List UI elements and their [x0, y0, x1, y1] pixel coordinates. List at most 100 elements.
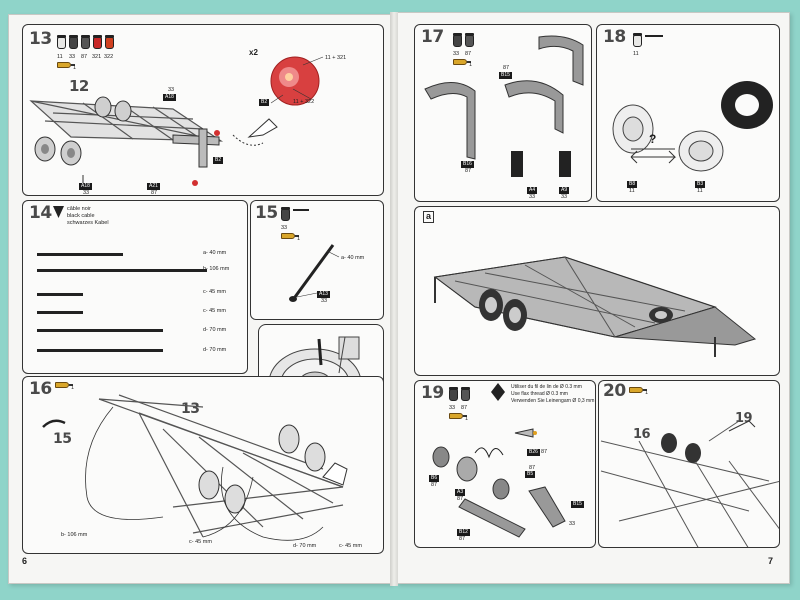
- assembly-icon: a: [423, 211, 435, 223]
- cable-length-label: c- 45 mm: [189, 539, 212, 545]
- brush-icon: [55, 382, 73, 388]
- part-label: A9: [559, 187, 570, 194]
- paint-code: 33: [453, 51, 460, 57]
- part-label: B26: [527, 449, 540, 456]
- step-number: 16: [29, 379, 52, 399]
- paint-mix-label: 11 + 322: [293, 99, 315, 105]
- paint-code: 33: [168, 87, 175, 93]
- brush-icon: [629, 387, 647, 393]
- paint-code: 87: [465, 51, 472, 57]
- brush-count: 1: [645, 390, 649, 396]
- paint-pot-icon: [93, 35, 102, 49]
- cable-length-label: c- 45 mm: [203, 289, 226, 295]
- question-mark: ?: [649, 132, 657, 146]
- part-label: A13: [317, 291, 330, 298]
- brush-count: 1: [297, 236, 301, 242]
- brush-icon: [57, 62, 75, 68]
- multiplier-label: x2: [249, 48, 258, 57]
- step-19-panel: 19 33 87 1 Utiliser du fil de lin de Ø 0…: [414, 380, 596, 548]
- step-16-panel: 16 1 13 15 b- 106 mm c- 45 mm d- 70: [22, 376, 384, 554]
- page-number-right: 7: [768, 556, 774, 566]
- paint-code: 33: [281, 225, 288, 231]
- cable-d: [37, 349, 163, 352]
- wire-note-de: Verwenden Sie Leinengarn Ø 0,3 mm: [511, 398, 595, 404]
- paint-pot-icon: [465, 33, 474, 47]
- paint-code: 33: [321, 298, 328, 304]
- winch-parts-drawing: [432, 428, 566, 538]
- part-label: A4: [527, 187, 538, 194]
- part-label: B12: [457, 529, 470, 536]
- trailer-drawing: [433, 256, 757, 357]
- part-label: B2: [213, 157, 224, 164]
- step-14-panel: 14 câble noir black cable schwarzes Kabe…: [22, 200, 248, 374]
- brush-icon: [453, 59, 471, 65]
- paint-pot-icon: [105, 35, 114, 49]
- sub-step-number: 13: [181, 401, 200, 417]
- part-label: B6: [429, 475, 440, 482]
- step-13-panel: 13 11 33 87 321 322 1 12: [22, 24, 384, 196]
- paint-code: 87: [151, 190, 158, 196]
- paint-code: 11: [697, 188, 703, 194]
- trailer-wiring-drawing: [42, 394, 348, 541]
- cable-length-label: b- 106 mm: [203, 266, 230, 272]
- paint-code: 87: [461, 405, 468, 411]
- sub-step-number: 19: [735, 411, 753, 426]
- paint-code: 33: [69, 54, 76, 60]
- cable-length-label: d- 70 mm: [293, 543, 317, 549]
- brush-count: 1: [465, 416, 469, 422]
- step-17-panel: 17 33 87 1 87 B15 B16 87 A4 33 A9 33: [414, 24, 592, 202]
- paint-mix-label: 11 + 321: [325, 55, 347, 61]
- paint-pot-icon: [81, 35, 90, 49]
- cable-length-label: b- 106 mm: [61, 532, 88, 538]
- paint-code: 33: [561, 194, 568, 200]
- cable-c: [37, 311, 83, 314]
- part-label: B15: [499, 72, 512, 79]
- paint-code: 33: [529, 194, 536, 200]
- cable-length-label: c- 45 mm: [203, 308, 226, 314]
- chassis-frame-drawing: [29, 56, 324, 186]
- sub-step-number: 16: [633, 427, 651, 442]
- paint-code: 322: [104, 54, 114, 60]
- cable-length-label: c- 45 mm: [339, 543, 362, 549]
- paint-code: 87: [541, 449, 548, 455]
- paint-code: 87: [431, 482, 438, 488]
- paint-code: 87: [459, 536, 466, 542]
- sub-step-number: 15: [53, 431, 72, 447]
- part-label: B3: [695, 181, 706, 188]
- part-label: A18: [79, 183, 92, 190]
- cable-b: [37, 269, 207, 272]
- cable-d: [37, 329, 163, 332]
- step-15-panel: 15 33 1 a- 40 mm A13 33: [250, 200, 384, 320]
- paint-pot-icon: [461, 387, 470, 401]
- paint-code: 87: [81, 54, 88, 60]
- brush-icon: [449, 413, 467, 419]
- brush-icon: [281, 233, 299, 239]
- paint-pot-icon: [453, 33, 462, 47]
- paint-code: 87: [503, 65, 510, 71]
- step-number: 19: [421, 383, 444, 403]
- part-label: A21: [147, 183, 160, 190]
- final-assembly-drawing: [600, 420, 779, 547]
- part-label: B8: [627, 181, 638, 188]
- wire-note-en: Use flax thread Ø 0.3 mm: [511, 391, 568, 397]
- wheel-assembly-drawing: [612, 81, 773, 172]
- cable-note-de: schwarzes Kabel: [67, 220, 109, 226]
- brush-count: 1: [73, 65, 77, 71]
- paint-pot-icon: [281, 207, 290, 221]
- assembled-trailer-panel: a: [414, 206, 780, 376]
- part-label: A3: [455, 489, 466, 496]
- thread-icon: [491, 383, 505, 401]
- cable-icon: [293, 209, 309, 211]
- step-20-panel: 20 1 16 19: [598, 380, 780, 548]
- step-number: 17: [421, 27, 444, 47]
- paint-code: 87: [529, 465, 536, 471]
- cable-c: [37, 293, 83, 296]
- paint-code: 11: [629, 188, 635, 194]
- paint-pot-icon: [449, 387, 458, 401]
- paint-code: 33: [569, 521, 576, 527]
- brush-count: 1: [71, 385, 75, 391]
- paint-code: 33: [449, 405, 456, 411]
- step-number: 20: [603, 381, 626, 401]
- part-label: A18: [163, 94, 176, 101]
- part-label: B5: [525, 471, 536, 478]
